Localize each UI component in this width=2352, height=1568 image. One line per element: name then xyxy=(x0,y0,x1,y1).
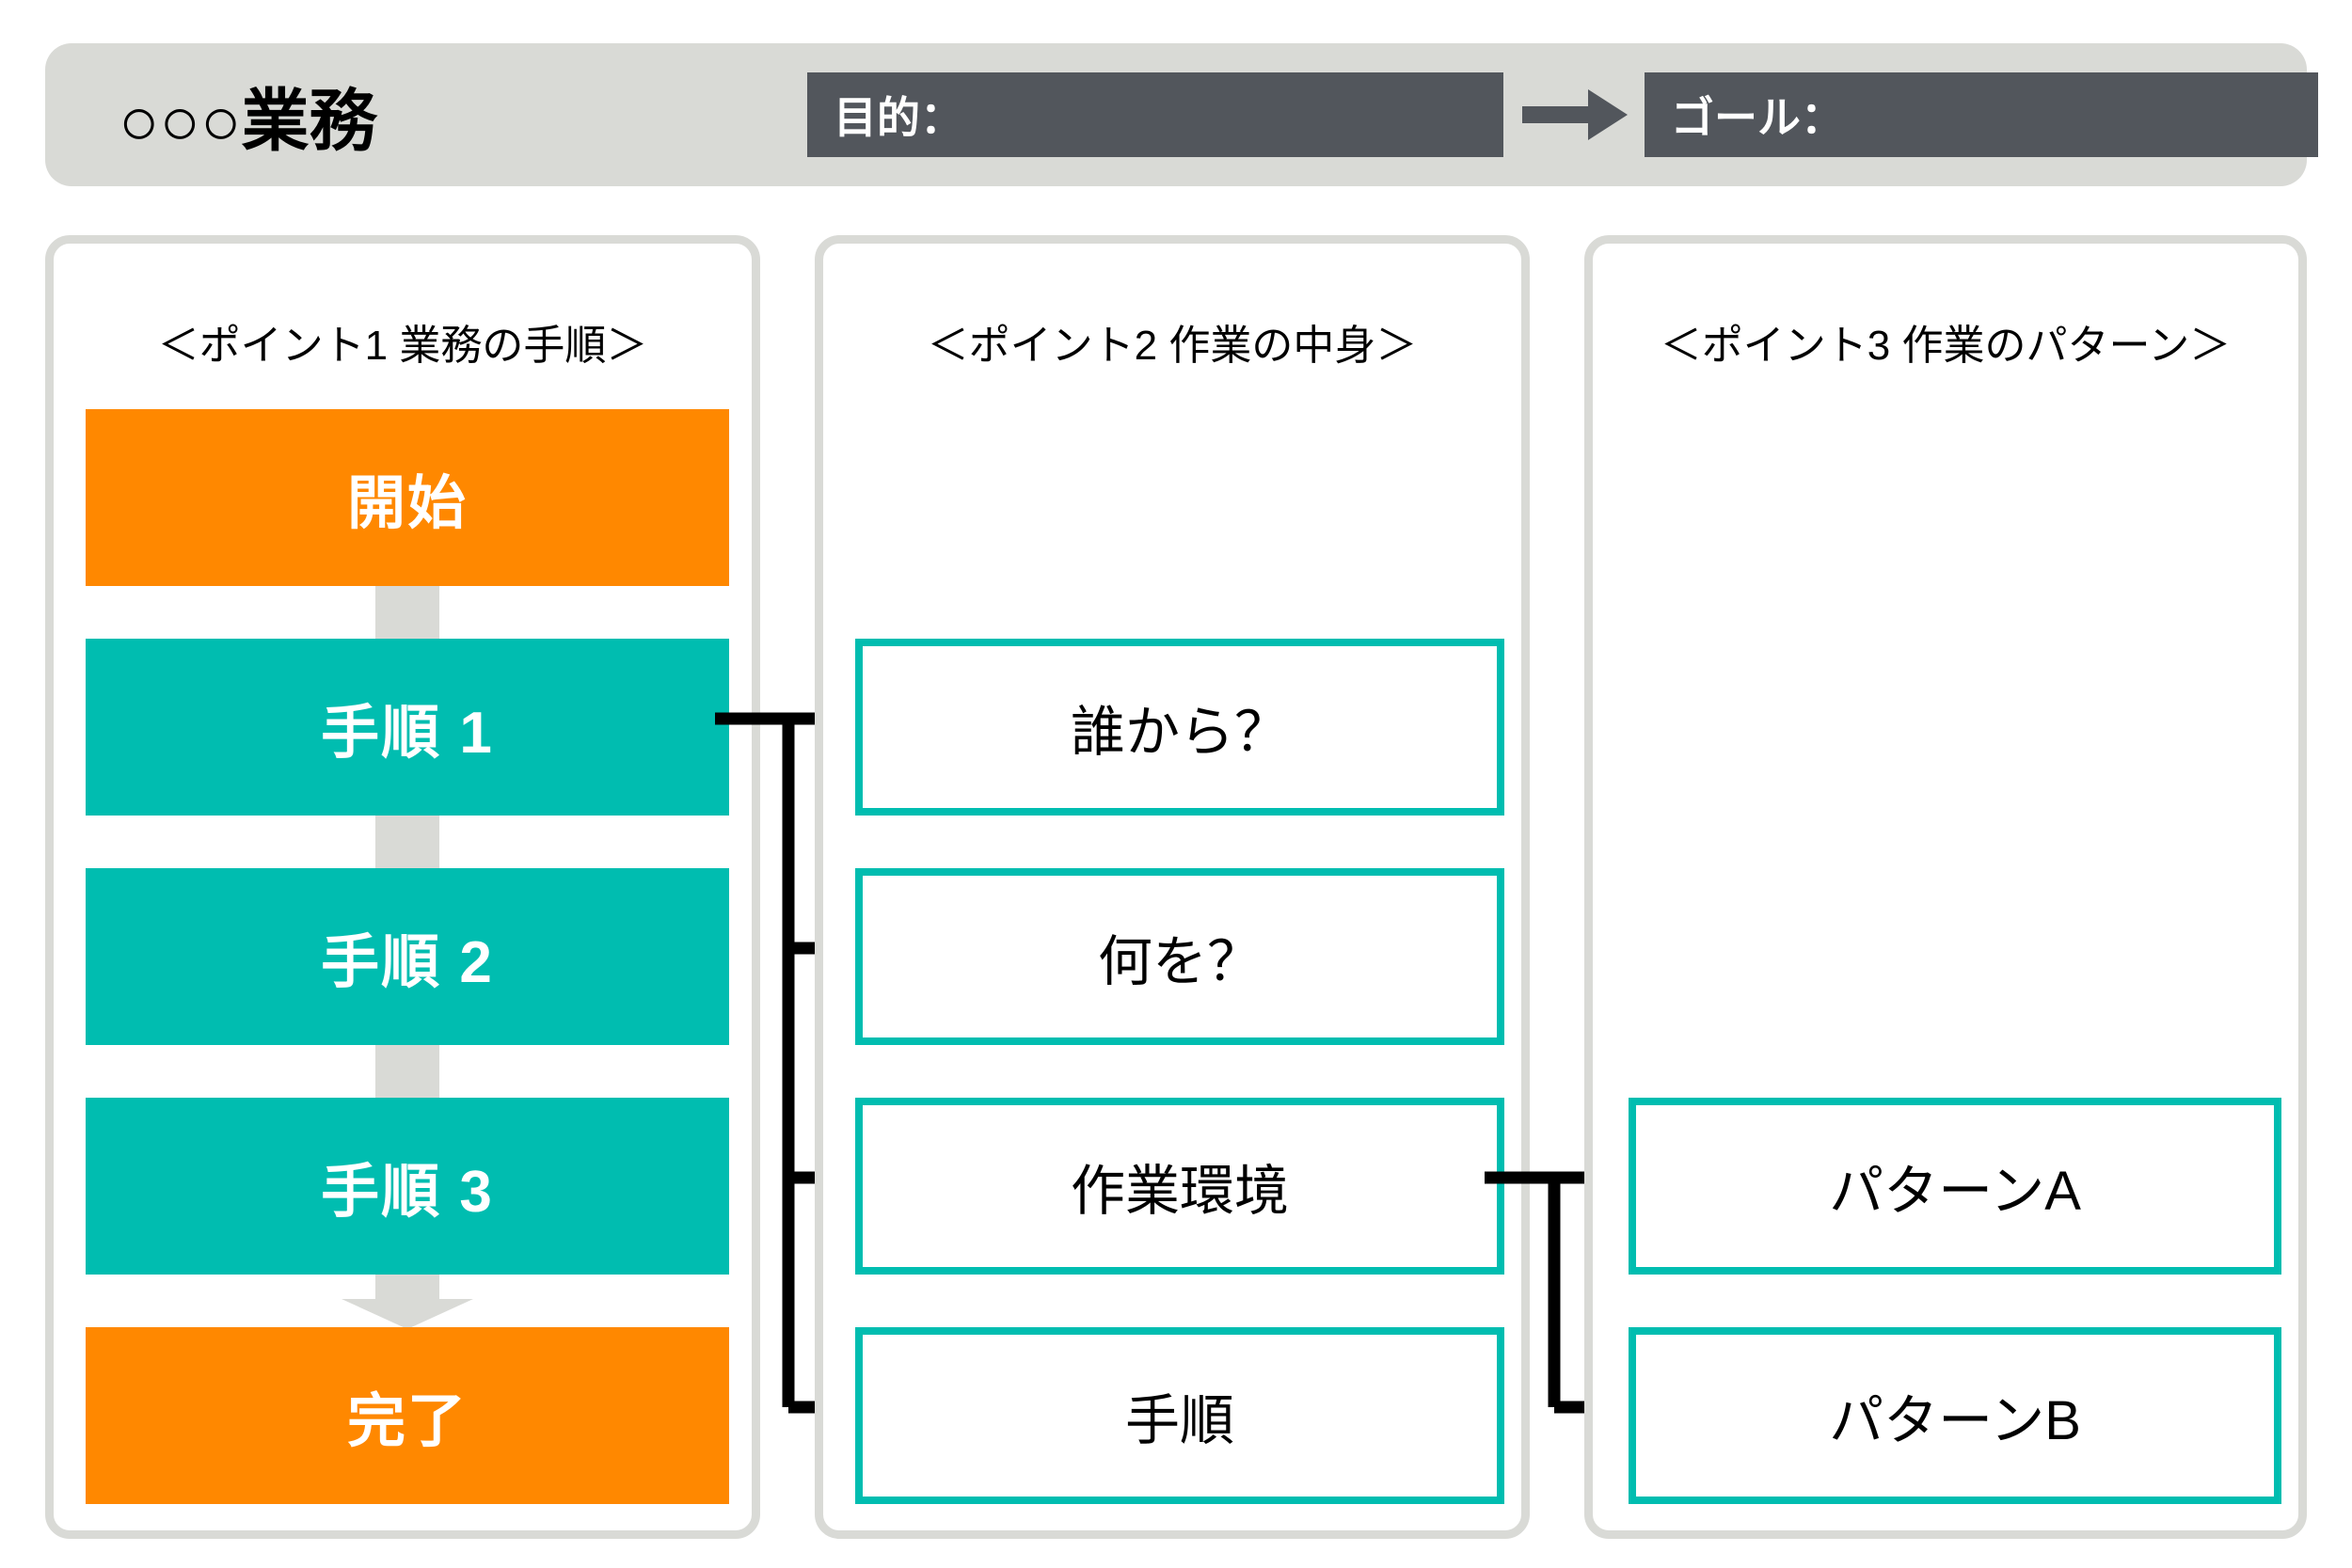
pattern-box-label: パターンA xyxy=(1829,1161,2081,1222)
panel-work-content: ＜ポイント2 作業の中身＞ 誰から？ 何を？ 作業環境 手順 xyxy=(815,235,1530,1539)
detail-box-procedure[interactable]: 手順 xyxy=(855,1327,1504,1504)
goal-label: ゴール： xyxy=(1671,93,1844,142)
detail-box-label: 作業環境 xyxy=(1070,1161,1289,1222)
flow-step-label: 手順 3 xyxy=(321,1160,494,1225)
panel-process-flow: ＜ポイント1 業務の手順＞ 開始 手順 1 手順 2 手順 3 完了 xyxy=(45,235,760,1539)
flow-step-1[interactable]: 手順 1 xyxy=(86,639,729,816)
flow-step-label: 開始 xyxy=(346,471,468,536)
flow-connector-bar xyxy=(375,1045,439,1098)
panel-1-heading: ＜ポイント1 業務の手順＞ xyxy=(157,323,648,369)
pattern-box-b[interactable]: パターンB xyxy=(1629,1327,2281,1504)
detail-box-label: 誰から？ xyxy=(1070,702,1289,763)
flow-connector-bar xyxy=(375,816,439,868)
flow-connector-bar xyxy=(375,586,439,639)
detail-box-from-whom[interactable]: 誰から？ xyxy=(855,639,1504,816)
pattern-box-label: パターンB xyxy=(1829,1390,2081,1451)
purpose-label: 目的： xyxy=(834,93,963,142)
purpose-field[interactable]: 目的： xyxy=(807,72,1503,157)
header-band: ○○○業務 目的： ゴール： xyxy=(45,43,2318,186)
flow-step-label: 手順 1 xyxy=(321,701,494,766)
panel-3-heading: ＜ポイント3 作業のパターン＞ xyxy=(1660,323,2232,369)
right-arrow-icon xyxy=(1522,89,1628,140)
detail-box-what[interactable]: 何を？ xyxy=(855,868,1504,1045)
flow-step-end[interactable]: 完了 xyxy=(86,1327,729,1504)
panel-2-heading: ＜ポイント2 作業の中身＞ xyxy=(927,323,1418,369)
flow-step-start[interactable]: 開始 xyxy=(86,409,729,586)
flow-step-label: 完了 xyxy=(346,1389,468,1454)
goal-field[interactable]: ゴール： xyxy=(1645,72,2318,157)
detail-box-label: 何を？ xyxy=(1097,931,1262,992)
down-arrow-icon xyxy=(342,1275,473,1329)
flow-step-2[interactable]: 手順 2 xyxy=(86,868,729,1045)
detail-box-label: 手順 xyxy=(1124,1390,1234,1451)
flow-step-3[interactable]: 手順 3 xyxy=(86,1098,729,1275)
pattern-box-a[interactable]: パターンA xyxy=(1629,1098,2281,1275)
flow-step-label: 手順 2 xyxy=(321,930,494,995)
page-title: ○○○業務 xyxy=(119,84,377,160)
detail-box-work-environment[interactable]: 作業環境 xyxy=(855,1098,1504,1275)
panel-work-patterns: ＜ポイント3 作業のパターン＞ パターンA パターンB xyxy=(1584,235,2307,1539)
